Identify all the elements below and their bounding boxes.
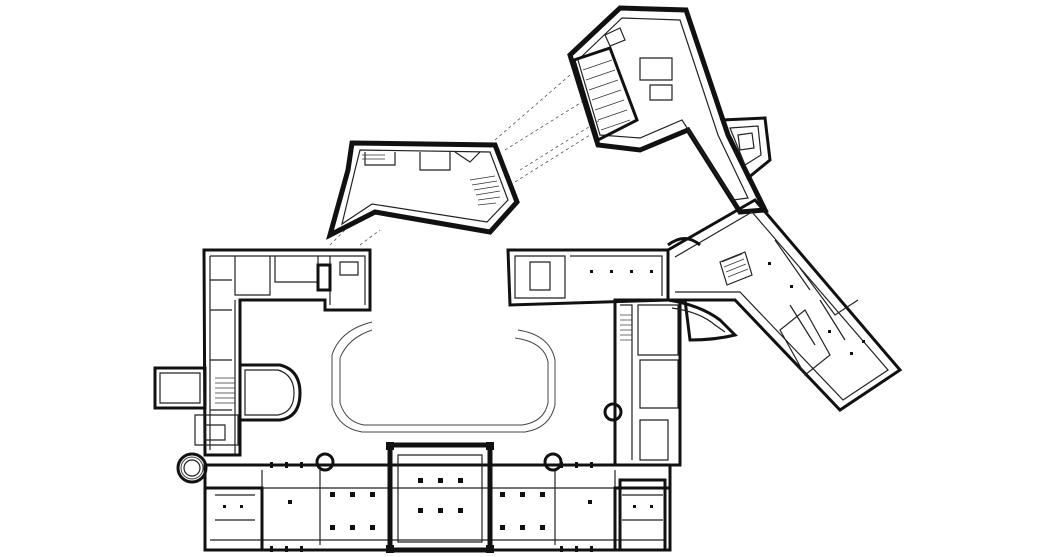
historic-west-wing	[153, 248, 372, 457]
new-extension-north-block	[567, 5, 769, 215]
courtyard-track	[331, 321, 556, 433]
historic-south-facade	[203, 452, 672, 552]
new-extension-east-tip	[719, 116, 772, 181]
spiral-stair-west	[176, 452, 208, 484]
angled-east-wing	[666, 198, 903, 412]
glass-bridge-link	[329, 74, 601, 246]
central-pavilion	[386, 442, 494, 553]
new-extension-west-block	[326, 140, 520, 240]
historic-east-wing	[506, 248, 682, 552]
curved-bay-east	[667, 237, 738, 342]
